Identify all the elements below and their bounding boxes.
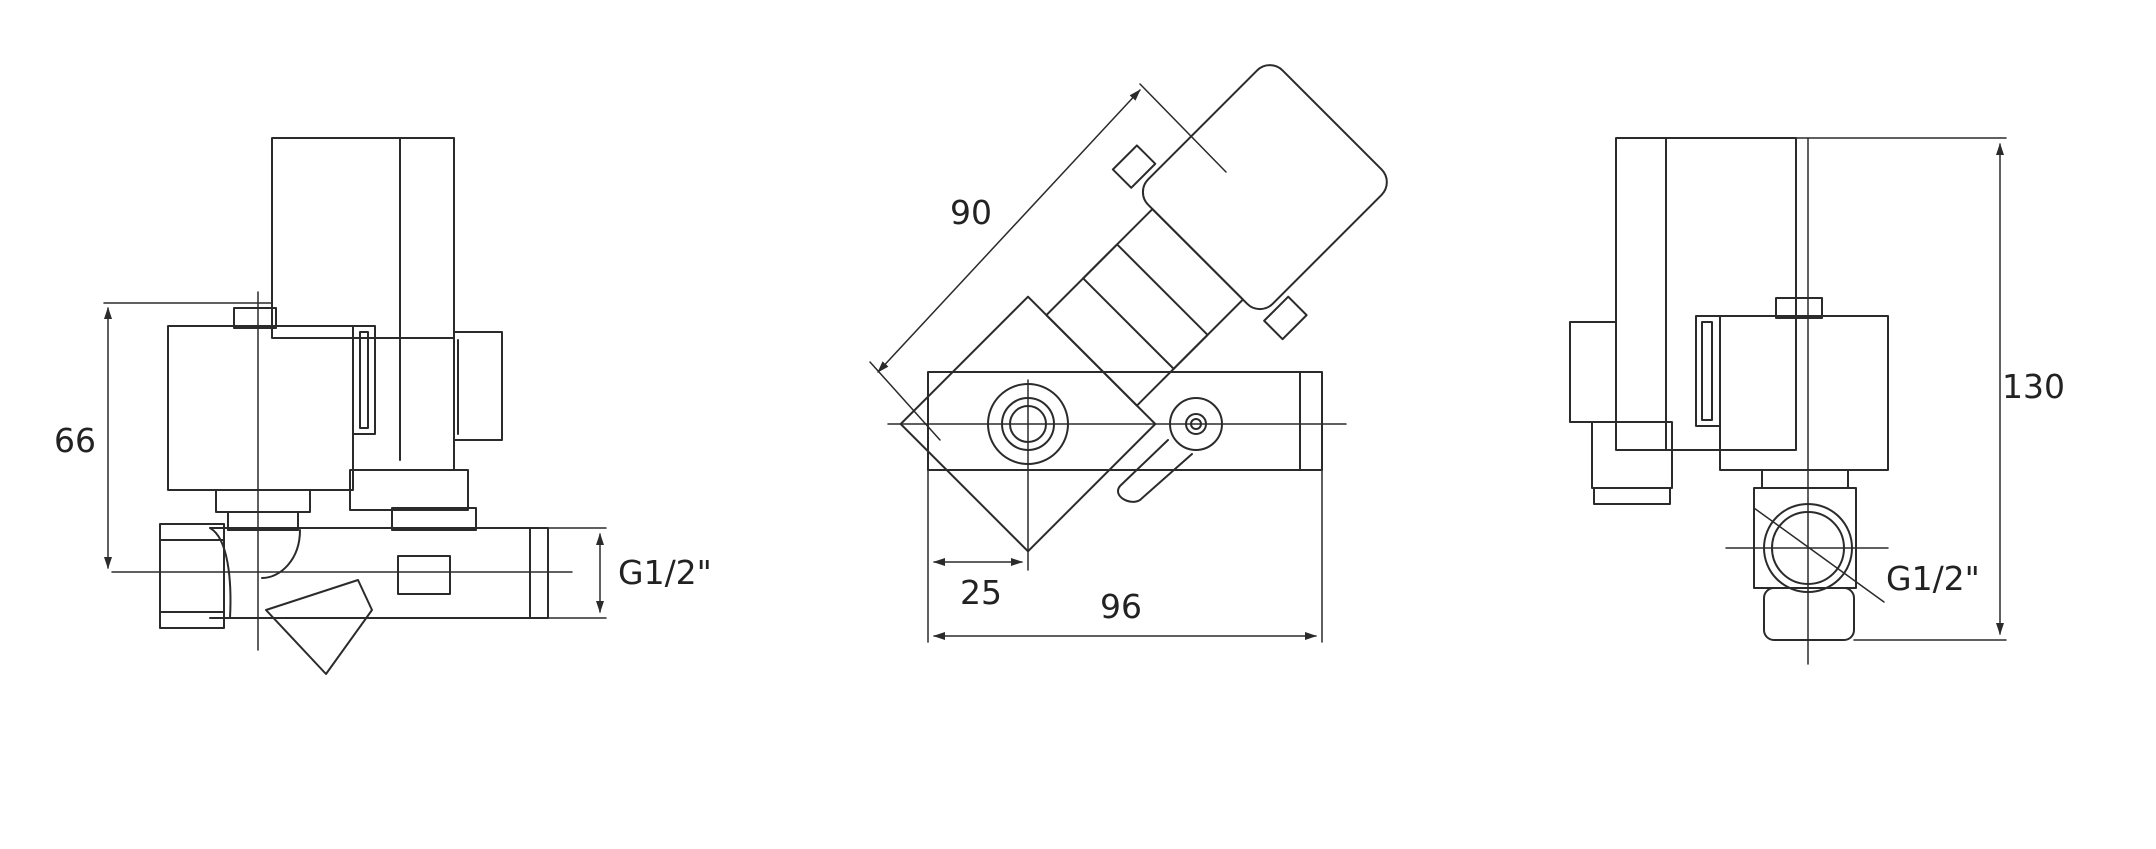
right-view bbox=[1569, 137, 2007, 665]
left-coil-housing bbox=[271, 137, 455, 339]
left-thread-label: G1/2" bbox=[618, 553, 712, 592]
right-connector-base bbox=[1591, 421, 1673, 489]
left-stem-neck bbox=[227, 511, 299, 531]
right-solenoid-window-inner bbox=[1701, 321, 1713, 421]
right-dim-130-label: 130 bbox=[2002, 367, 2065, 406]
left-housing-lower bbox=[399, 337, 455, 471]
left-pipe-window bbox=[397, 555, 451, 595]
middle-coil-housing bbox=[1141, 64, 1388, 311]
right-coil-housing bbox=[1615, 137, 1797, 451]
middle-dim-96-label: 96 bbox=[1100, 587, 1142, 626]
left-solenoid-body bbox=[167, 325, 354, 491]
right-connector-nut bbox=[1593, 487, 1671, 505]
middle-view bbox=[869, 64, 1388, 643]
right-stem-neck bbox=[1761, 469, 1849, 489]
left-view bbox=[103, 137, 607, 675]
right-solenoid-body bbox=[1719, 315, 1889, 471]
right-top-nut bbox=[1775, 297, 1823, 319]
left-connector bbox=[453, 331, 503, 441]
middle-coil-nut-2 bbox=[1263, 295, 1308, 341]
left-pipe-body bbox=[209, 527, 549, 619]
middle-dim-25-label: 25 bbox=[960, 573, 1002, 612]
left-inlet-nut bbox=[159, 523, 225, 629]
left-stem bbox=[215, 489, 311, 531]
right-thread-label: G1/2" bbox=[1886, 559, 1980, 598]
right-thread-leader bbox=[1753, 507, 1885, 603]
left-strainer bbox=[265, 579, 373, 675]
right-body-block bbox=[1753, 487, 1857, 589]
left-dim-66-label: 66 bbox=[54, 421, 96, 460]
right-connector bbox=[1569, 321, 1617, 423]
right-solenoid-window bbox=[1695, 315, 1721, 427]
left-fitting-nut bbox=[391, 507, 477, 531]
left-solenoid-window-inner bbox=[359, 331, 369, 429]
middle-dim-90-line bbox=[877, 89, 1141, 373]
middle-dim-90-label: 90 bbox=[950, 193, 992, 232]
right-lower-fitting bbox=[1763, 587, 1855, 641]
left-inlet-detail bbox=[159, 539, 225, 613]
middle-dim-90-ext-2 bbox=[1139, 83, 1227, 173]
middle-solenoid-ring bbox=[1082, 243, 1209, 370]
middle-dim-90-ext-1 bbox=[869, 361, 941, 441]
middle-solenoid bbox=[1045, 208, 1244, 407]
middle-coil-nut-1 bbox=[1111, 144, 1157, 189]
left-pipe-upper-curve bbox=[261, 529, 301, 579]
left-top-nut bbox=[233, 307, 277, 329]
left-fitting bbox=[349, 469, 469, 511]
left-solenoid-window bbox=[352, 325, 376, 435]
left-pipe-curve bbox=[209, 527, 232, 619]
middle-drain-arm bbox=[1117, 439, 1193, 503]
